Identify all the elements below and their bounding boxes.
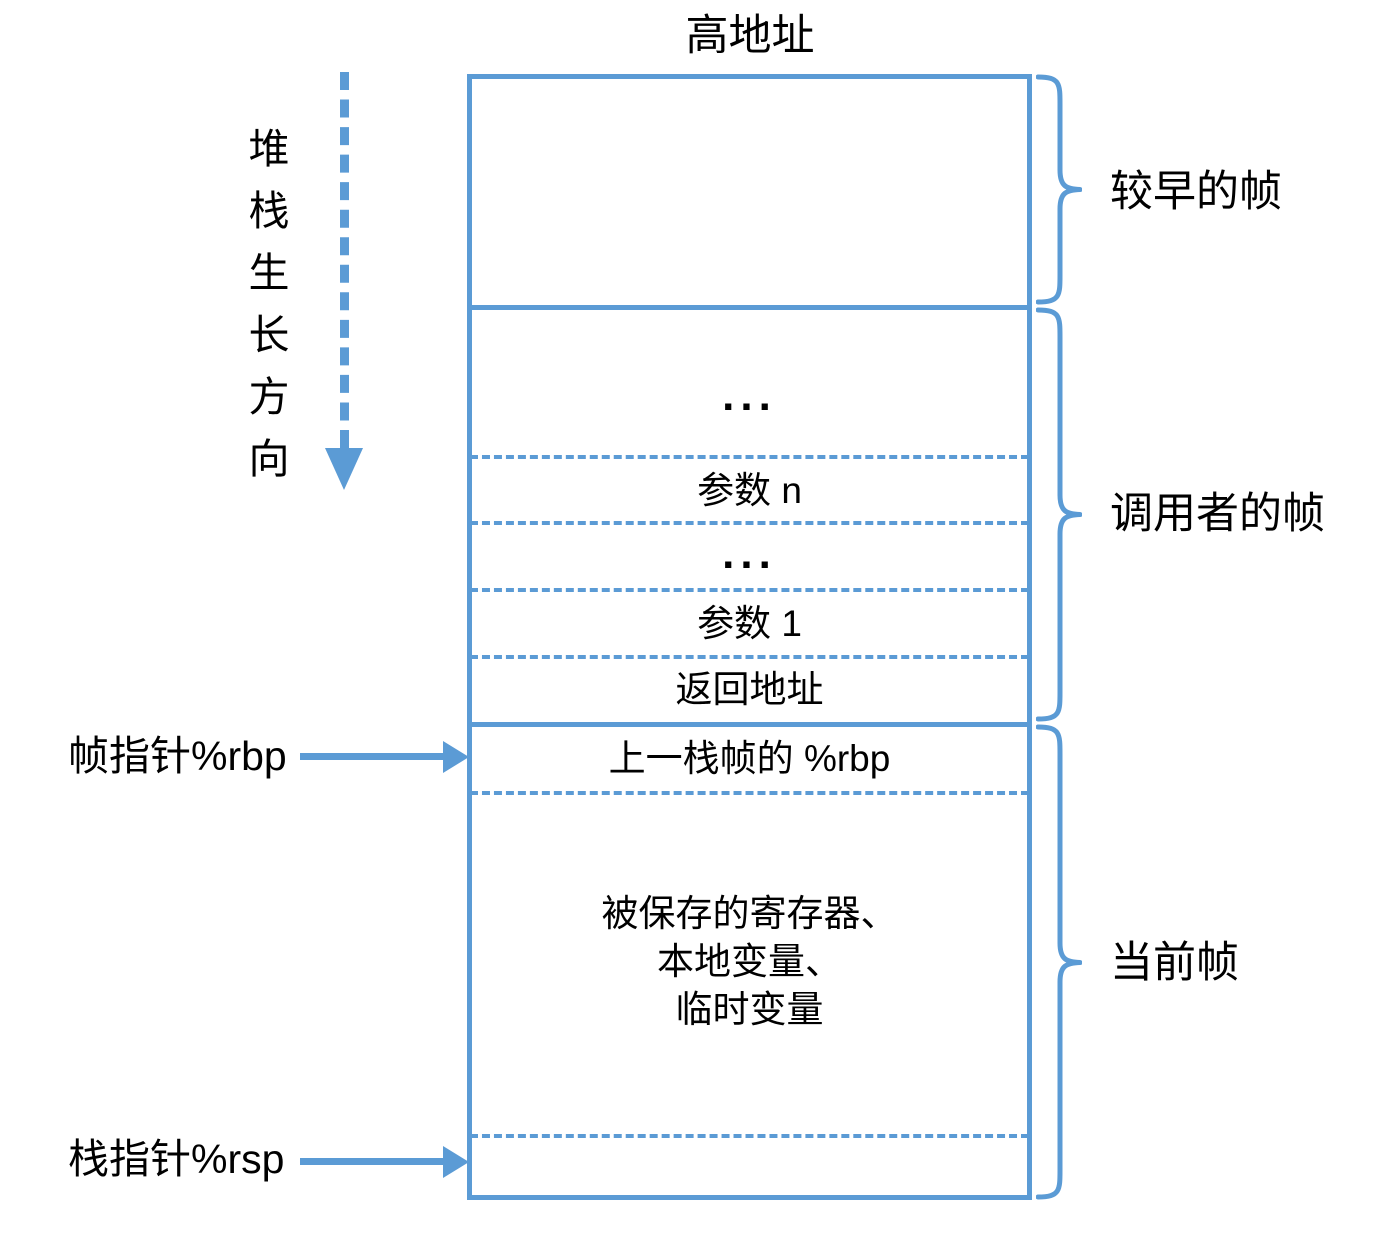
cell-arg-n: 参数 n bbox=[697, 470, 802, 511]
growth-char-3: 长 bbox=[248, 312, 290, 358]
brace-earlier-frames bbox=[1036, 74, 1082, 305]
divider-caller-current bbox=[467, 722, 1032, 727]
divider-earlier-caller bbox=[467, 305, 1032, 310]
brace-earlier-frames-label: 较早的帧 bbox=[1110, 168, 1282, 216]
cell-locals-line-0: 被保存的寄存器、 bbox=[601, 893, 898, 934]
brace-current-frame bbox=[1036, 724, 1082, 1200]
divider-dashed-3 bbox=[470, 588, 1029, 592]
page-title: 高地址 bbox=[685, 12, 815, 60]
stack-box bbox=[467, 74, 1032, 1200]
brace-caller-frame-label: 调用者的帧 bbox=[1110, 490, 1325, 538]
divider-dashed-2 bbox=[470, 521, 1029, 525]
brace-caller-frame bbox=[1036, 307, 1082, 722]
pointer-rsp-label: 栈指针%rsp bbox=[68, 1136, 285, 1182]
divider-dashed-5 bbox=[470, 791, 1029, 795]
cell-arg-1: 参数 1 bbox=[697, 603, 802, 644]
cell-locals: 被保存的寄存器、 本地变量、 临时变量 bbox=[467, 890, 1032, 1034]
growth-arrow-dashed-line bbox=[340, 72, 349, 448]
brace-current-frame-label: 当前帧 bbox=[1110, 939, 1239, 987]
divider-dashed-4 bbox=[470, 655, 1029, 659]
cell-locals-line-1: 本地变量、 bbox=[657, 941, 842, 982]
pointer-rsp-arrow-line bbox=[300, 1158, 445, 1165]
cell-ellipsis-lower: ... bbox=[722, 529, 777, 578]
growth-char-5: 向 bbox=[248, 436, 290, 482]
pointer-rbp-arrow-line bbox=[300, 753, 445, 760]
divider-dashed-6 bbox=[470, 1134, 1029, 1138]
cell-ellipsis-upper: ... bbox=[722, 371, 777, 420]
cell-saved-rbp: 上一栈帧的 %rbp bbox=[608, 738, 891, 779]
growth-char-2: 生 bbox=[248, 250, 290, 296]
pointer-rbp-label: 帧指针%rbp bbox=[68, 733, 287, 779]
down-arrow-dashed-icon bbox=[325, 448, 363, 490]
growth-char-1: 栈 bbox=[248, 188, 290, 234]
right-arrow-icon-rbp bbox=[443, 741, 469, 773]
right-arrow-icon-rsp bbox=[443, 1146, 469, 1178]
cell-return-address: 返回地址 bbox=[675, 669, 824, 710]
growth-char-0: 堆 bbox=[248, 126, 290, 172]
cell-locals-line-2: 临时变量 bbox=[675, 989, 824, 1030]
growth-char-4: 方 bbox=[248, 374, 290, 420]
divider-dashed-1 bbox=[470, 455, 1029, 459]
stack-growth-label: 堆 栈 生 长 方 向 bbox=[238, 118, 300, 490]
